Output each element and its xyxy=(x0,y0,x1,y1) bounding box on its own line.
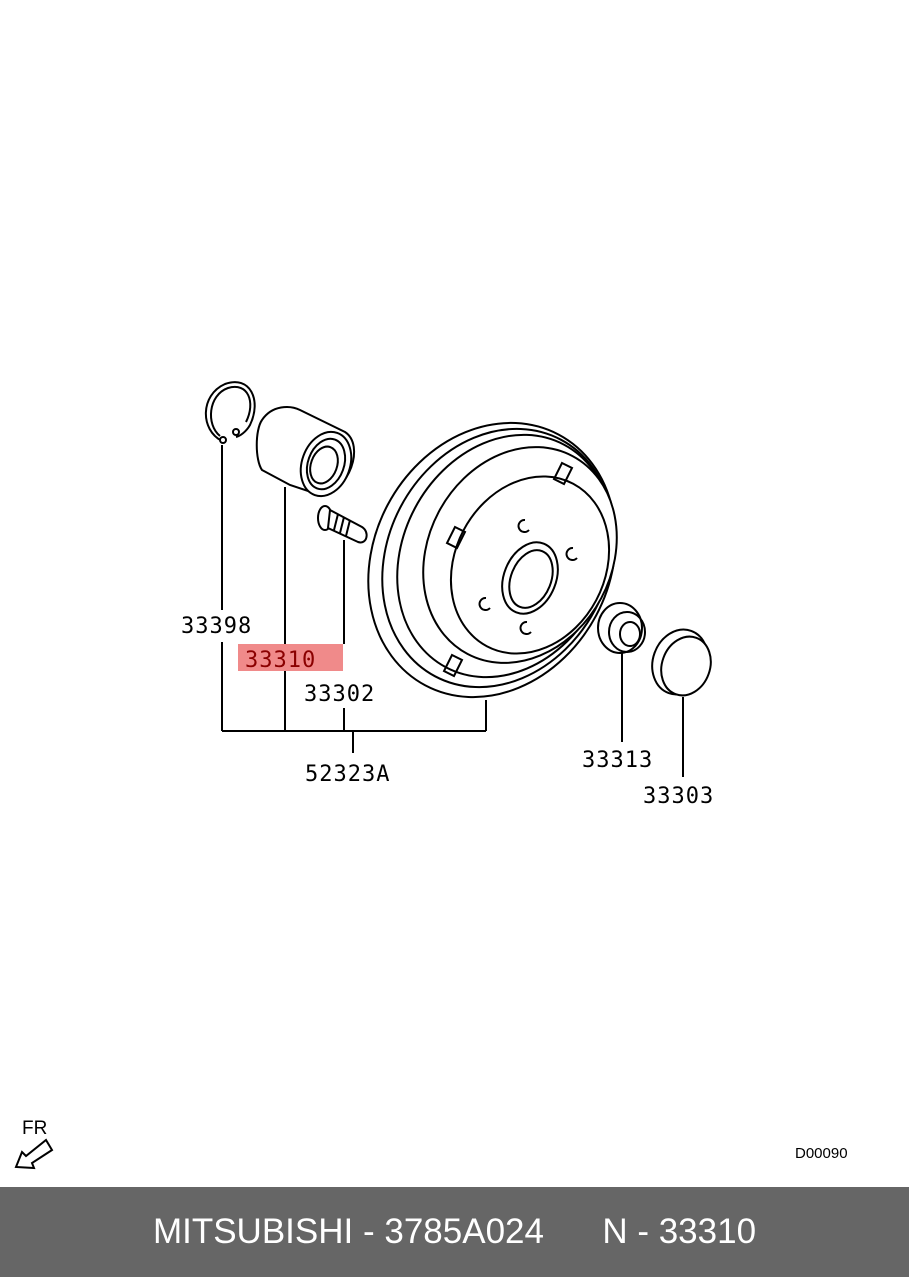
footer-brand: MITSUBISHI xyxy=(152,1212,354,1251)
diagram-code: D00090 xyxy=(795,1145,848,1162)
label-33302[interactable]: 33302 xyxy=(304,682,375,707)
highlight-box xyxy=(238,644,343,671)
label-33303[interactable]: 33303 xyxy=(643,784,714,809)
footer-part-number: 3785A024 xyxy=(384,1212,544,1251)
wheel-bearing-part xyxy=(255,406,355,498)
footer-bar: MITSUBISHI - 3785A024 N - 33310 xyxy=(0,1187,909,1277)
hub-nut-part xyxy=(597,602,646,654)
label-33398[interactable]: 33398 xyxy=(181,614,252,639)
dust-cap-part xyxy=(651,628,712,697)
label-33310-highlighted[interactable]: 33310 xyxy=(245,648,316,673)
footer-ref-number: 33310 xyxy=(658,1212,757,1251)
label-52323a[interactable]: 52323A xyxy=(305,762,390,787)
brake-drum-part xyxy=(367,421,618,699)
parts-diagram: 33398 33310 33302 52323A 33313 33303 FR … xyxy=(14,381,848,1170)
snap-ring-part xyxy=(204,381,256,444)
label-33313[interactable]: 33313 xyxy=(582,748,653,773)
hub-bolt-part xyxy=(317,505,368,544)
fr-label: FR xyxy=(22,1118,47,1139)
footer-ref-prefix: N xyxy=(602,1212,628,1251)
front-arrow-icon xyxy=(14,1138,54,1170)
leader-lines xyxy=(221,445,684,777)
